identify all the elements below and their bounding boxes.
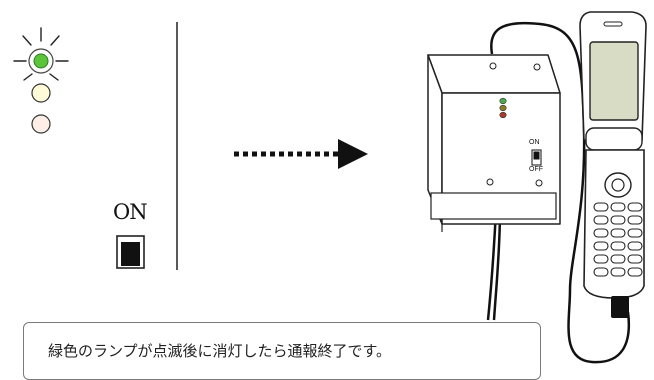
indicator-lamps: [28, 48, 54, 134]
phone-key: [610, 228, 626, 238]
phone-key: [627, 267, 643, 277]
phone-keypad: [593, 202, 643, 277]
phone-key: [593, 228, 609, 238]
phone: [579, 11, 647, 318]
device-switch-off-label: OFF: [529, 166, 543, 173]
caption-box: 緑色のランプが点滅後に消灯したら通報終了です。: [23, 322, 541, 380]
phone-key: [627, 254, 643, 264]
phone-key: [593, 202, 609, 212]
lamp-red: [31, 114, 51, 134]
phone-key: [627, 202, 643, 212]
phone-key: [593, 254, 609, 264]
phone-key: [593, 215, 609, 225]
phone-key: [610, 215, 626, 225]
phone-key: [610, 241, 626, 251]
phone-key: [627, 228, 643, 238]
indicator-switch-label: ON: [113, 200, 148, 224]
lamp-green: [33, 53, 49, 69]
phone-key: [610, 202, 626, 212]
phone-key: [593, 267, 609, 277]
device-led-2: [499, 104, 507, 112]
device-leds: [499, 97, 507, 119]
device-led-3: [499, 111, 507, 119]
phone-key: [593, 241, 609, 251]
device-screws: [486, 62, 543, 187]
phone-connector: [611, 296, 629, 318]
blink-rays: [13, 27, 69, 81]
phone-key: [610, 254, 626, 264]
phone-key: [610, 267, 626, 277]
phone-key: [627, 215, 643, 225]
dotted-arrow: [234, 139, 368, 169]
device-led-1: [499, 97, 507, 105]
phone-screen: [589, 41, 639, 121]
device-box: [427, 54, 561, 232]
phone-key: [627, 241, 643, 251]
lamp-yellow: [31, 83, 51, 103]
indicator-switch: [116, 235, 145, 269]
device-switch-on-label: ON: [529, 139, 540, 146]
caption-text: 緑色のランプが点滅後に消灯したら通報終了です。: [48, 342, 392, 360]
